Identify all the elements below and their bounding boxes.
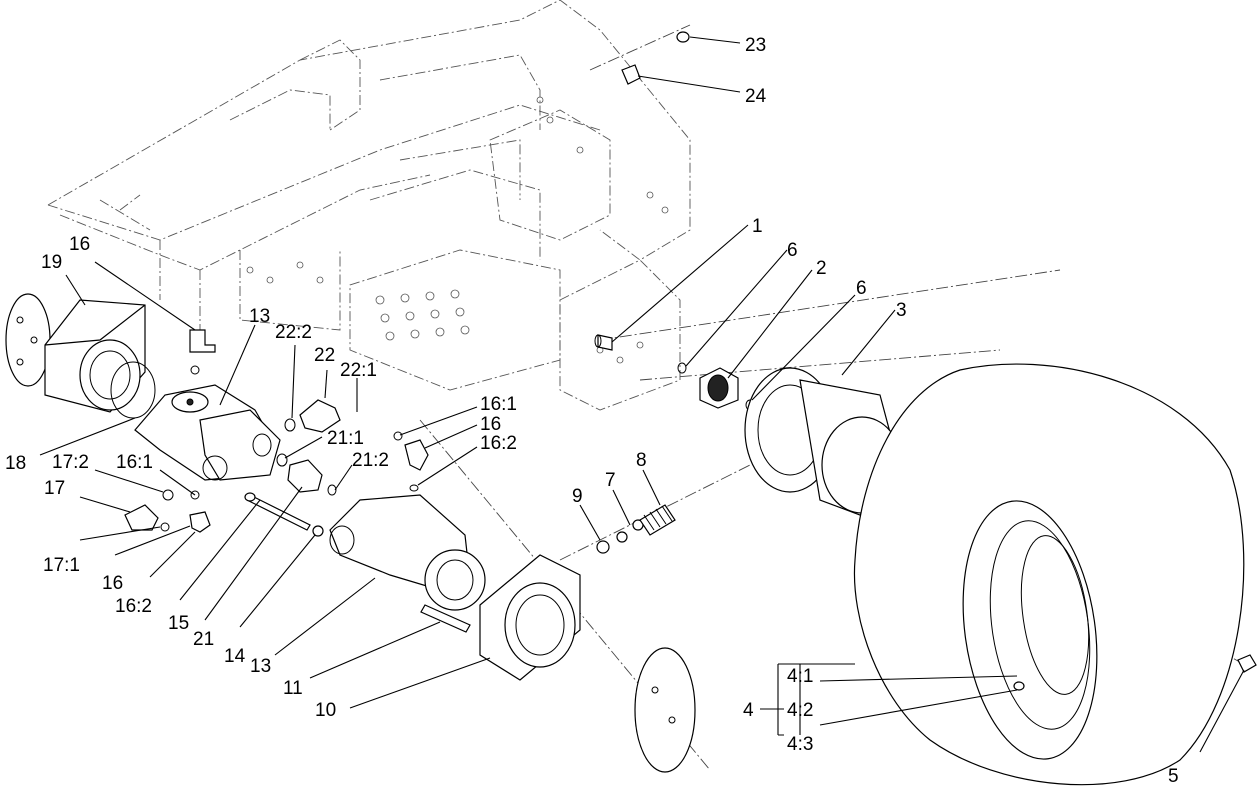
callout-13-b: 13 bbox=[250, 656, 271, 677]
frame-phantom bbox=[47, 0, 691, 411]
washer-14 bbox=[312, 525, 324, 537]
callout-1: 1 bbox=[752, 216, 763, 237]
callout-16-2-a: 16:2 bbox=[480, 433, 517, 454]
fitting-16-bottom bbox=[189, 490, 211, 533]
callout-7: 7 bbox=[605, 470, 616, 491]
callout-13-a: 13 bbox=[249, 306, 270, 327]
washer-7 bbox=[616, 519, 644, 543]
callout-21-1: 21:1 bbox=[327, 428, 364, 449]
callout-16-1-a: 16:1 bbox=[480, 394, 517, 415]
callout-22-2: 22:2 bbox=[275, 322, 312, 343]
callout-2: 2 bbox=[816, 258, 827, 279]
callout-17-2: 17:2 bbox=[52, 452, 89, 473]
fitting-17 bbox=[124, 489, 174, 532]
fitting-22 bbox=[284, 399, 341, 433]
callout-16-b: 16 bbox=[480, 414, 501, 435]
bolt-15 bbox=[244, 492, 311, 531]
callout-8: 8 bbox=[636, 450, 647, 471]
callout-5: 5 bbox=[1168, 766, 1179, 787]
plate-19 bbox=[5, 293, 51, 387]
nut-9 bbox=[596, 540, 610, 554]
tire-4 bbox=[853, 363, 1245, 786]
callout-4-3: 4:3 bbox=[787, 734, 813, 755]
callout-16-2-b: 16:2 bbox=[115, 596, 152, 617]
gear-housing-18 bbox=[44, 299, 156, 419]
callout-16-c: 16 bbox=[102, 573, 123, 594]
lug-nut-5 bbox=[1237, 654, 1257, 673]
fitting-21 bbox=[276, 453, 337, 496]
cover-plate bbox=[634, 647, 696, 773]
bolt-23 bbox=[676, 31, 690, 43]
leader-lines bbox=[39, 36, 1245, 753]
pin-11 bbox=[420, 604, 471, 633]
callout-11: 11 bbox=[283, 678, 303, 699]
spring-8 bbox=[639, 504, 676, 536]
callout-labels: 1 2 3 4 4:1 4:2 4:3 5 6 6 7 8 9 10 11 13… bbox=[5, 35, 1179, 787]
callout-23: 23 bbox=[745, 35, 766, 56]
callout-21-2: 21:2 bbox=[352, 450, 389, 471]
callout-22-1: 22:1 bbox=[340, 360, 377, 381]
valve-stem-4-3 bbox=[1013, 681, 1025, 691]
callout-17-1: 17:1 bbox=[43, 555, 80, 576]
callout-21: 21 bbox=[193, 629, 214, 650]
clip-24 bbox=[621, 64, 641, 85]
gear-housing-10 bbox=[479, 554, 581, 681]
callout-14: 14 bbox=[224, 646, 246, 667]
callout-10: 10 bbox=[315, 700, 336, 721]
splined-hub-2 bbox=[699, 367, 739, 409]
callout-18: 18 bbox=[5, 453, 26, 474]
callout-19: 19 bbox=[41, 252, 62, 273]
callout-6-a: 6 bbox=[787, 240, 798, 261]
callout-24: 24 bbox=[745, 86, 767, 107]
callout-17: 17 bbox=[44, 478, 65, 499]
callout-15: 15 bbox=[168, 613, 189, 634]
callout-6-b: 6 bbox=[856, 278, 867, 299]
callout-16-a: 16 bbox=[69, 234, 90, 255]
fitting-16-top bbox=[189, 329, 216, 375]
callout-4-2: 4:2 bbox=[787, 700, 813, 721]
stud-1 bbox=[594, 334, 613, 351]
callout-3: 3 bbox=[896, 300, 907, 321]
callout-4: 4 bbox=[743, 700, 754, 721]
callout-9: 9 bbox=[572, 486, 583, 507]
hydraulic-motor-13-right bbox=[329, 494, 486, 611]
fitting-16-mid bbox=[393, 431, 429, 492]
hydraulic-motor-13-left bbox=[134, 384, 281, 481]
callout-22: 22 bbox=[314, 345, 335, 366]
callout-4-1: 4:1 bbox=[787, 666, 813, 687]
callout-16-1-b: 16:1 bbox=[116, 452, 153, 473]
